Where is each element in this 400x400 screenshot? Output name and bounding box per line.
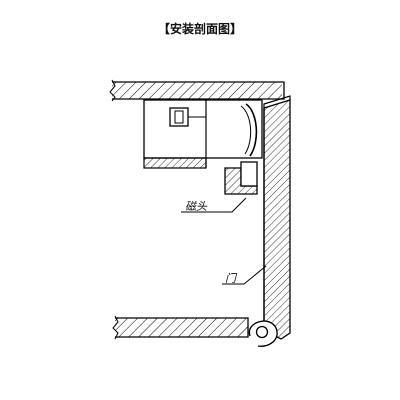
door-hinge (248, 320, 278, 347)
door-leaf (263, 95, 291, 340)
bottom-wall-section (112, 315, 249, 340)
top-wall-outline (112, 81, 285, 100)
lock-strike-face-inner (240, 105, 252, 155)
magnet-head-leader-line (181, 197, 247, 213)
magnet-head (224, 161, 258, 195)
magnet-head-callout: 磁头 (181, 197, 247, 213)
magnetic-lock-body (143, 99, 263, 169)
lock-strike-face (245, 103, 258, 157)
door-top-return (263, 95, 291, 108)
bottom-wall-outline (115, 317, 249, 338)
magnet-head-label: 磁头 (185, 200, 208, 213)
magnet-head-core (240, 161, 258, 187)
door-leader-line (222, 265, 267, 285)
lock-base-plate-hatch (143, 157, 207, 169)
door-callout: 门 (222, 265, 267, 285)
hinge-pin (255, 325, 269, 339)
bottom-wall-break-line (112, 315, 119, 340)
top-wall-break-line (109, 79, 116, 102)
door-label: 门 (225, 272, 238, 285)
lock-housing (143, 99, 263, 159)
bottom-wall-hatch (115, 318, 248, 337)
top-wall-section (109, 79, 285, 102)
top-wall-hatch (112, 82, 282, 99)
door-leaf-hatch (263, 99, 291, 340)
diagram-title: 【安装剖面图】 (158, 21, 242, 36)
lock-cable-clip-inner (174, 110, 184, 124)
